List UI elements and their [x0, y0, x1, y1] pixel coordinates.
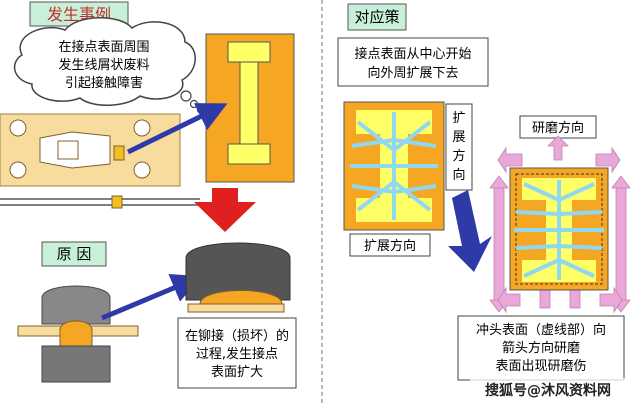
cause-title-box: 原 因	[41, 241, 107, 267]
strategy-line-1: 接点表面从中心开始	[354, 46, 471, 62]
blue-arrow-lower	[101, 273, 202, 321]
grind-direction: 研磨方向	[532, 120, 584, 136]
result-box: 冲头表面（虚线部）向 箭头方向研磨 表面出现研磨伤	[457, 315, 625, 381]
big-blue-arrow	[448, 190, 492, 272]
cloud-bubble: 在接点表面周围 发生线屑状废料 引起接触障害	[13, 17, 204, 114]
strategy-box: 接点表面从中心开始 向外周扩展下去	[337, 37, 489, 87]
rivet-small	[17, 285, 139, 383]
watermark-text: 搜狐号@沐风资料网	[485, 382, 611, 399]
contact-grinding	[509, 167, 609, 291]
cloud-line-1: 在接点表面周围	[58, 39, 149, 55]
pink-arrows	[489, 135, 631, 314]
result-line-3: 表面出现研磨伤	[495, 359, 586, 374]
expand-v-1: 扩	[452, 111, 465, 126]
blue-arrow-upper	[126, 103, 228, 155]
expand-horizontal: 扩展方向	[364, 238, 416, 254]
cause-title: 原 因	[57, 245, 92, 263]
contact-detail	[205, 33, 295, 183]
expand-v-2: 展	[452, 130, 465, 145]
right-title-box: 对应策	[347, 3, 407, 31]
red-down-arrow	[194, 188, 256, 232]
result-line-2: 箭头方向研磨	[502, 340, 580, 356]
cloud-line-3: 引起接触障害	[65, 75, 143, 91]
expand-horizontal-box: 扩展方向	[349, 233, 431, 257]
expand-v-3: 方	[452, 148, 465, 164]
cloud-line-2: 发生线屑状废料	[58, 57, 149, 73]
cause-line-1: 在铆接（损坏）的	[185, 328, 289, 344]
terminal-strip	[0, 113, 200, 209]
result-line-1: 冲头表面（虚线部）向	[476, 322, 606, 338]
cause-line-3: 表面扩大	[211, 365, 263, 380]
expand-v-4: 向	[452, 167, 465, 183]
cause-text-box: 在铆接（损坏）的 过程,发生接点 表面扩大	[177, 317, 297, 389]
right-title: 对应策	[354, 8, 399, 26]
watermark: 搜狐号@沐风资料网	[470, 378, 636, 400]
strategy-line-2: 向外周扩展下去	[367, 65, 458, 81]
cause-line-2: 过程,发生接点	[196, 346, 278, 362]
grind-label-box: 研磨方向	[519, 115, 597, 139]
expand-vertical-box: 扩 展 方 向	[445, 103, 473, 191]
contact-expansion	[343, 101, 445, 231]
rivet-large	[185, 242, 291, 313]
